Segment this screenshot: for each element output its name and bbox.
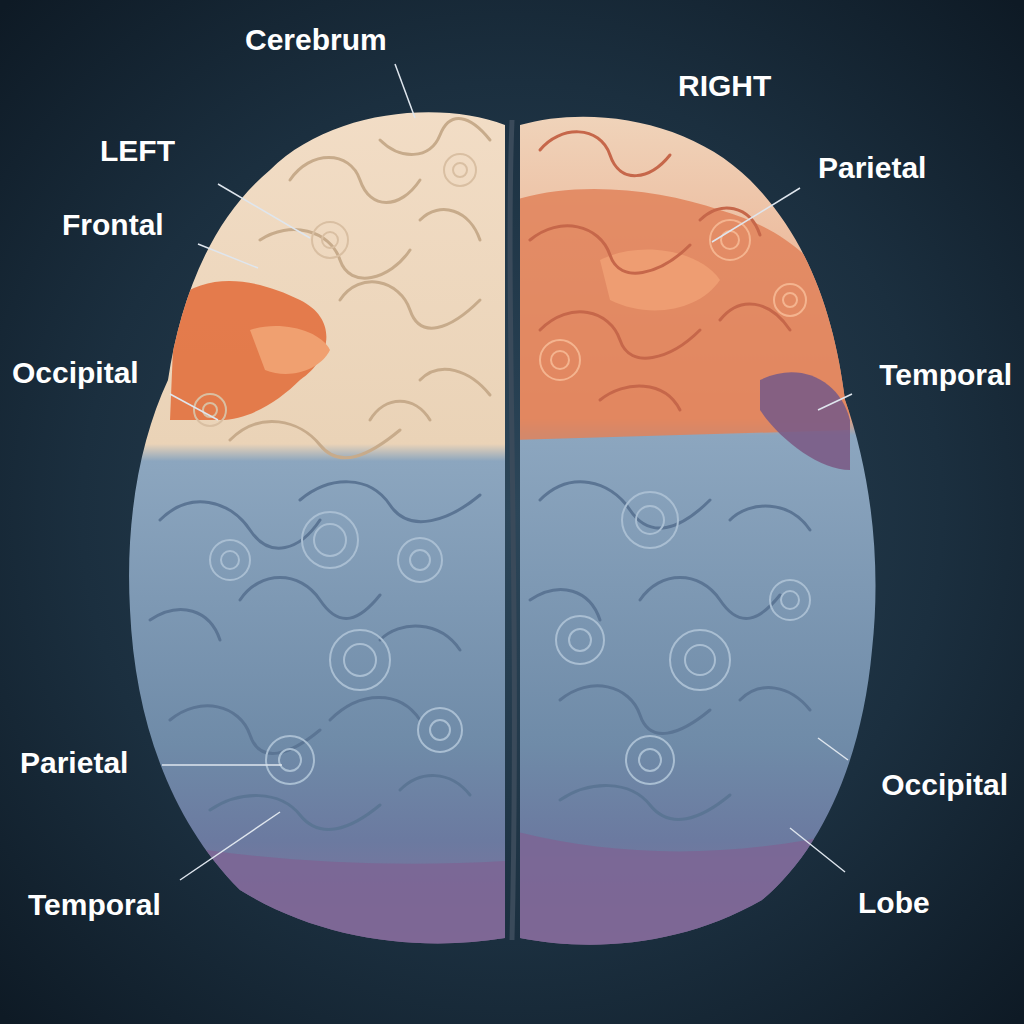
lobe-label: Temporal [28, 887, 161, 923]
right-hemisphere [510, 100, 890, 960]
structure-label: Cerebrum [245, 22, 387, 58]
lobe-label: Occipital [881, 767, 1008, 803]
lobe-label: Parietal [20, 745, 128, 781]
leader-lines [162, 64, 852, 880]
lobe-label: Temporal [879, 357, 1012, 393]
side-label: RIGHT [678, 68, 771, 104]
lobe-label: Occipital [12, 355, 139, 391]
lobe-label: Parietal [818, 150, 926, 186]
lobe-label: Frontal [62, 207, 164, 243]
side-label: LEFT [100, 133, 175, 169]
lobe-label: Lobe [858, 885, 930, 921]
longitudinal-fissure [510, 120, 514, 940]
